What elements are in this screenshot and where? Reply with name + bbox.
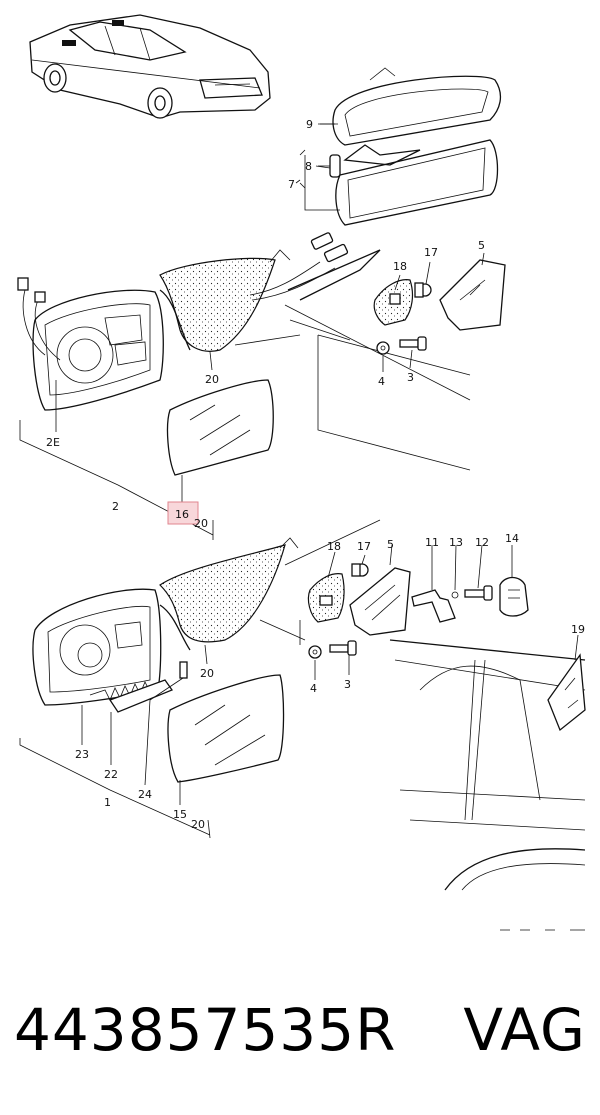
label-4b: 4 xyxy=(310,682,317,695)
label-18a: 18 xyxy=(393,260,407,273)
label-24: 24 xyxy=(138,788,152,801)
callout-labels: 9 8 7 18 17 5 20 4 3 2E 2 16 20 18 17 5 … xyxy=(46,118,585,831)
car-sketch xyxy=(29,14,271,119)
label-17a: 17 xyxy=(424,246,438,259)
label-16: 16 xyxy=(175,508,189,521)
label-22: 22 xyxy=(104,768,118,781)
label-19: 19 xyxy=(571,623,585,636)
label-2E: 2E xyxy=(46,436,60,449)
part-number: 443857535R xyxy=(14,996,397,1064)
bottom-caption: 443857535R VAG xyxy=(0,985,600,1075)
label-14: 14 xyxy=(505,532,519,545)
interior-mirror-group xyxy=(304,67,502,226)
label-9: 9 xyxy=(306,118,313,131)
label-4a: 4 xyxy=(378,375,385,388)
brand-name: VAG xyxy=(463,996,586,1064)
label-20d: 20 xyxy=(191,818,205,831)
label-20a: 20 xyxy=(205,373,219,386)
label-5a: 5 xyxy=(478,239,485,252)
label-8: 8 xyxy=(305,160,312,173)
label-12: 12 xyxy=(475,536,489,549)
label-1: 1 xyxy=(104,796,111,809)
parts-diagram: 9 8 7 18 17 5 20 4 3 2E 2 16 20 18 17 5 … xyxy=(17,14,586,931)
leader-lines xyxy=(19,123,579,839)
label-5b: 5 xyxy=(387,538,394,551)
upper-mirror-assembly xyxy=(17,232,471,476)
label-20b: 20 xyxy=(194,517,208,530)
lower-hardware xyxy=(259,563,586,732)
label-13: 13 xyxy=(449,536,463,549)
label-7: 7 xyxy=(288,178,295,191)
label-3b: 3 xyxy=(344,678,351,691)
label-3a: 3 xyxy=(407,371,414,384)
highlight-box-16 xyxy=(167,501,199,525)
label-2: 2 xyxy=(112,500,119,513)
upper-hardware xyxy=(373,259,506,355)
label-11: 11 xyxy=(425,536,439,549)
label-20c: 20 xyxy=(200,667,214,680)
label-18b: 18 xyxy=(327,540,341,553)
label-23: 23 xyxy=(75,748,89,761)
label-17b: 17 xyxy=(357,540,371,553)
lower-mirror-assembly xyxy=(32,519,586,931)
label-15: 15 xyxy=(173,808,187,821)
